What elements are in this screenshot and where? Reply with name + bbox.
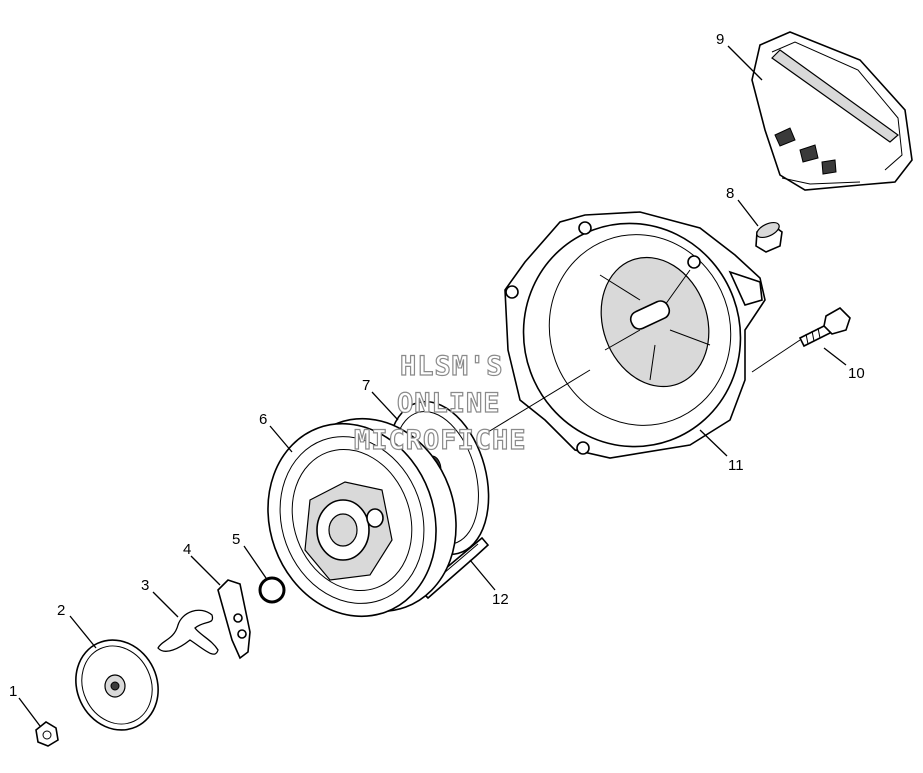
callout-7: 7 (362, 377, 370, 394)
alignment-lines (487, 339, 801, 433)
watermark: HLSM'S ONLINE MICROFICHE (353, 350, 527, 456)
part-5-snap-ring (258, 576, 286, 604)
callout-6: 6 (259, 411, 267, 428)
callout-10: 10 (848, 365, 865, 382)
callout-1: 1 (9, 683, 17, 700)
part-6-rope-pulley (267, 417, 457, 618)
callout-8: 8 (726, 185, 734, 202)
part-4-ratchet-pawl (217, 579, 251, 660)
callout-5: 5 (232, 531, 240, 548)
part-10-flange-bolt (798, 307, 851, 348)
callout-4: 4 (183, 541, 191, 558)
part-3-spring-clip (157, 609, 219, 655)
watermark-line-3: MICROFICHE (354, 425, 527, 456)
watermark-line-2: ONLINE (397, 388, 501, 419)
watermark-line-1: HLSM'S (400, 351, 504, 382)
callout-11: 11 (728, 457, 744, 474)
leader-lines (18, 45, 847, 727)
callout-12: 12 (492, 591, 509, 608)
callout-labels: 1 2 3 4 5 6 7 8 9 10 11 12 (9, 31, 865, 700)
part-11-recoil-housing (504, 211, 766, 459)
part-1-hex-nut (35, 721, 59, 747)
callout-2: 2 (57, 602, 65, 619)
part-9-starter-handle (751, 31, 913, 191)
callout-3: 3 (141, 577, 149, 594)
part-2-friction-plate (75, 639, 159, 731)
callout-9: 9 (716, 31, 724, 48)
part-8-bushing (755, 221, 783, 253)
